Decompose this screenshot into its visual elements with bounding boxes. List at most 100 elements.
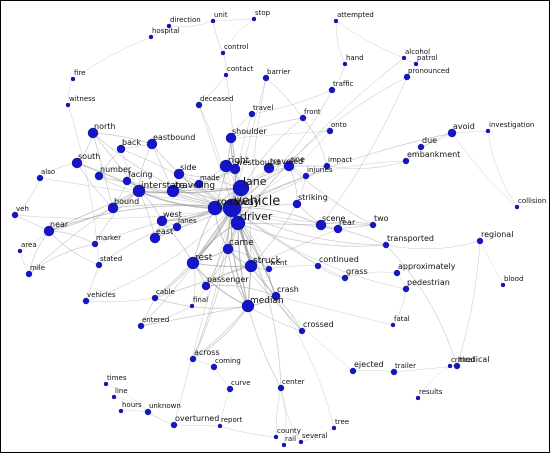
node-unit <box>210 18 216 24</box>
label-struck: struck <box>253 256 282 266</box>
node-final <box>189 303 195 309</box>
node-patrol <box>413 61 419 67</box>
node-near <box>43 225 55 237</box>
node-rear <box>333 224 343 234</box>
edge-attempted-alcohol <box>335 20 405 59</box>
label-unknown: unknown <box>149 402 181 410</box>
node-went <box>265 265 273 273</box>
label-south: south <box>78 152 100 161</box>
edge-critical-results <box>417 365 451 399</box>
label-west: west <box>163 210 182 219</box>
label-side: side <box>180 163 196 172</box>
label-transported: transported <box>387 234 434 243</box>
edge-vehicle-two <box>231 207 374 226</box>
label-pedestrian: pedestrian <box>407 278 450 287</box>
edge-across-median <box>192 305 249 360</box>
edge-driver-alcohol <box>237 57 405 224</box>
edge-crash-passenger <box>205 284 277 297</box>
node-marker <box>91 240 99 248</box>
label-hand: hand <box>346 54 364 62</box>
label-went: went <box>270 259 287 267</box>
edge-transported-medical <box>385 244 458 367</box>
label-report: report <box>221 416 243 424</box>
label-near: near <box>50 220 69 229</box>
label-deceased: deceased <box>200 95 234 103</box>
node-barrier <box>262 74 270 82</box>
edge-came-crossed <box>227 248 303 332</box>
edge-driver-crash <box>237 222 277 297</box>
label-facing: facing <box>128 170 153 179</box>
edge-struck-cable <box>154 265 252 299</box>
edge-veh-also <box>14 177 41 216</box>
label-bound: bound <box>114 197 139 206</box>
node-embankment <box>402 157 410 165</box>
edge-crash-fatal <box>275 295 394 326</box>
label-approximately: approximately <box>398 262 456 271</box>
node-county <box>273 434 279 440</box>
edge-ejected-trailer <box>352 369 395 373</box>
node-times <box>103 381 109 387</box>
label-crash: crash <box>277 285 299 294</box>
label-pronounced: pronounced <box>408 67 450 75</box>
edge-layer <box>14 18 518 446</box>
label-striking: striking <box>298 193 328 202</box>
label-line: line <box>115 387 128 395</box>
label-fatal: fatal <box>394 315 410 323</box>
node-hospital <box>148 34 154 40</box>
label-traveled: traveled <box>270 157 303 166</box>
edge-near-marker <box>48 230 96 245</box>
node-investigation <box>485 128 491 134</box>
node-entered <box>137 322 145 330</box>
edge-impact-embankment <box>326 160 407 169</box>
node-collision <box>514 204 520 210</box>
edge-avoid-collision <box>451 132 518 208</box>
edge-unknown-hours <box>120 410 149 413</box>
edge-final-entered <box>140 305 193 327</box>
node-number <box>94 171 104 181</box>
label-patrol: patrol <box>417 54 437 62</box>
edge-interstate-marker <box>94 190 140 245</box>
label-traffic: traffic <box>333 80 354 88</box>
edge-vehicle-travel <box>231 113 253 209</box>
node-impact <box>323 162 331 170</box>
node-transported <box>382 241 390 249</box>
label-across: across <box>194 348 220 357</box>
edge-mile-area <box>19 250 30 275</box>
edge-median-cable <box>154 297 249 309</box>
node-interstate <box>132 184 146 198</box>
edge-driver-pronounced <box>237 76 408 224</box>
label-barrier: barrier <box>267 68 291 76</box>
edge-interstate-mile <box>28 190 140 275</box>
label-collision: collision <box>518 197 546 205</box>
node-hand <box>342 61 348 67</box>
label-layer: vehiclelanedriverroadwayrighttravelingin… <box>16 9 546 443</box>
label-blood: blood <box>504 275 523 283</box>
node-ejected <box>349 367 357 375</box>
node-stated <box>95 261 103 269</box>
edge-interstate-near <box>48 190 140 232</box>
edge-median-entered <box>140 305 249 327</box>
edge-vehicle-veh <box>14 207 233 219</box>
edge-hospital-fire <box>72 36 152 80</box>
label-number: number <box>100 165 132 174</box>
node-one <box>283 160 295 172</box>
label-results: results <box>419 388 443 396</box>
edge-lane-rest <box>192 187 242 264</box>
label-east: east <box>156 227 173 236</box>
edge-embankment-avoid <box>405 132 453 162</box>
label-marker: marker <box>96 234 121 242</box>
edge-near-stated <box>48 230 100 266</box>
label-rail: rail <box>285 435 296 443</box>
node-traveling <box>166 184 180 198</box>
node-west <box>156 215 168 227</box>
node-several <box>298 439 304 445</box>
edge-stop-unit <box>212 18 255 22</box>
node-rest <box>186 256 200 270</box>
edge-near-bound <box>48 207 114 232</box>
edge-regional-blood <box>479 240 504 286</box>
node-unknown <box>144 408 152 416</box>
node-fire <box>70 76 76 82</box>
label-impact: impact <box>328 156 352 164</box>
label-north: north <box>94 122 115 131</box>
